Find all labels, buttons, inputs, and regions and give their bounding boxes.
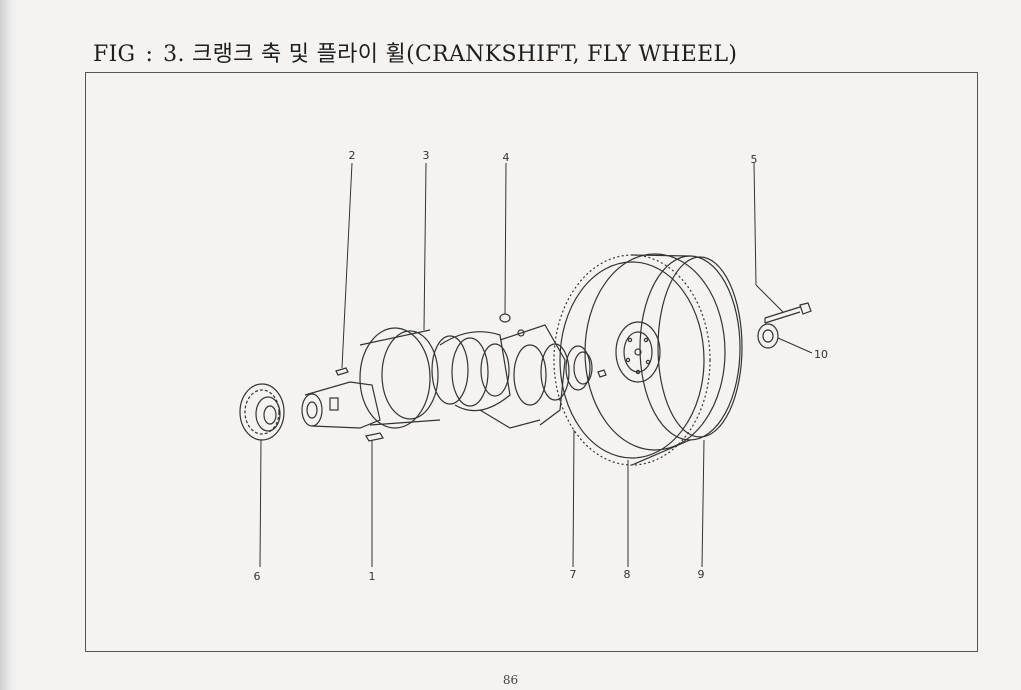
callout-1: 1 (369, 570, 376, 583)
figure-number: 3. (163, 42, 185, 67)
page-number: 86 (502, 673, 519, 687)
callout-2: 2 (349, 149, 356, 162)
key-drawing (365, 432, 384, 442)
plug-drawing (499, 313, 511, 323)
figure-separator: : (145, 42, 154, 67)
figure-title-korean: 크랭크 축 및 플라이 휠 (192, 42, 407, 67)
callout-6: 6 (254, 570, 261, 583)
timing-gear-drawing (239, 383, 285, 441)
crankshaft-drawing (301, 324, 593, 429)
bolt-drawing (764, 302, 812, 324)
callout-10: 10 (814, 348, 828, 361)
callout-9: 9 (698, 568, 705, 581)
callout-8: 8 (624, 568, 631, 581)
leader-lines (259, 162, 813, 568)
plate-drawing (757, 323, 779, 349)
callout-3: 3 (423, 149, 430, 162)
figure-title-english: (CRANKSHIFT, FLY WHEEL) (406, 42, 738, 67)
small-key-drawing (335, 367, 349, 376)
callout-7: 7 (570, 568, 577, 581)
figure-frame (85, 72, 978, 652)
callout-5: 5 (751, 153, 758, 166)
callout-4: 4 (503, 151, 510, 164)
figure-title: FIG:3. 크랭크 축 및 플라이 휠(CRANKSHIFT, FLY WHE… (93, 36, 737, 68)
flywheel-drawing (553, 253, 743, 466)
dowel-pin-drawing (597, 369, 607, 378)
figure-label: FIG (93, 42, 136, 67)
page-edge-shadow (0, 0, 18, 690)
